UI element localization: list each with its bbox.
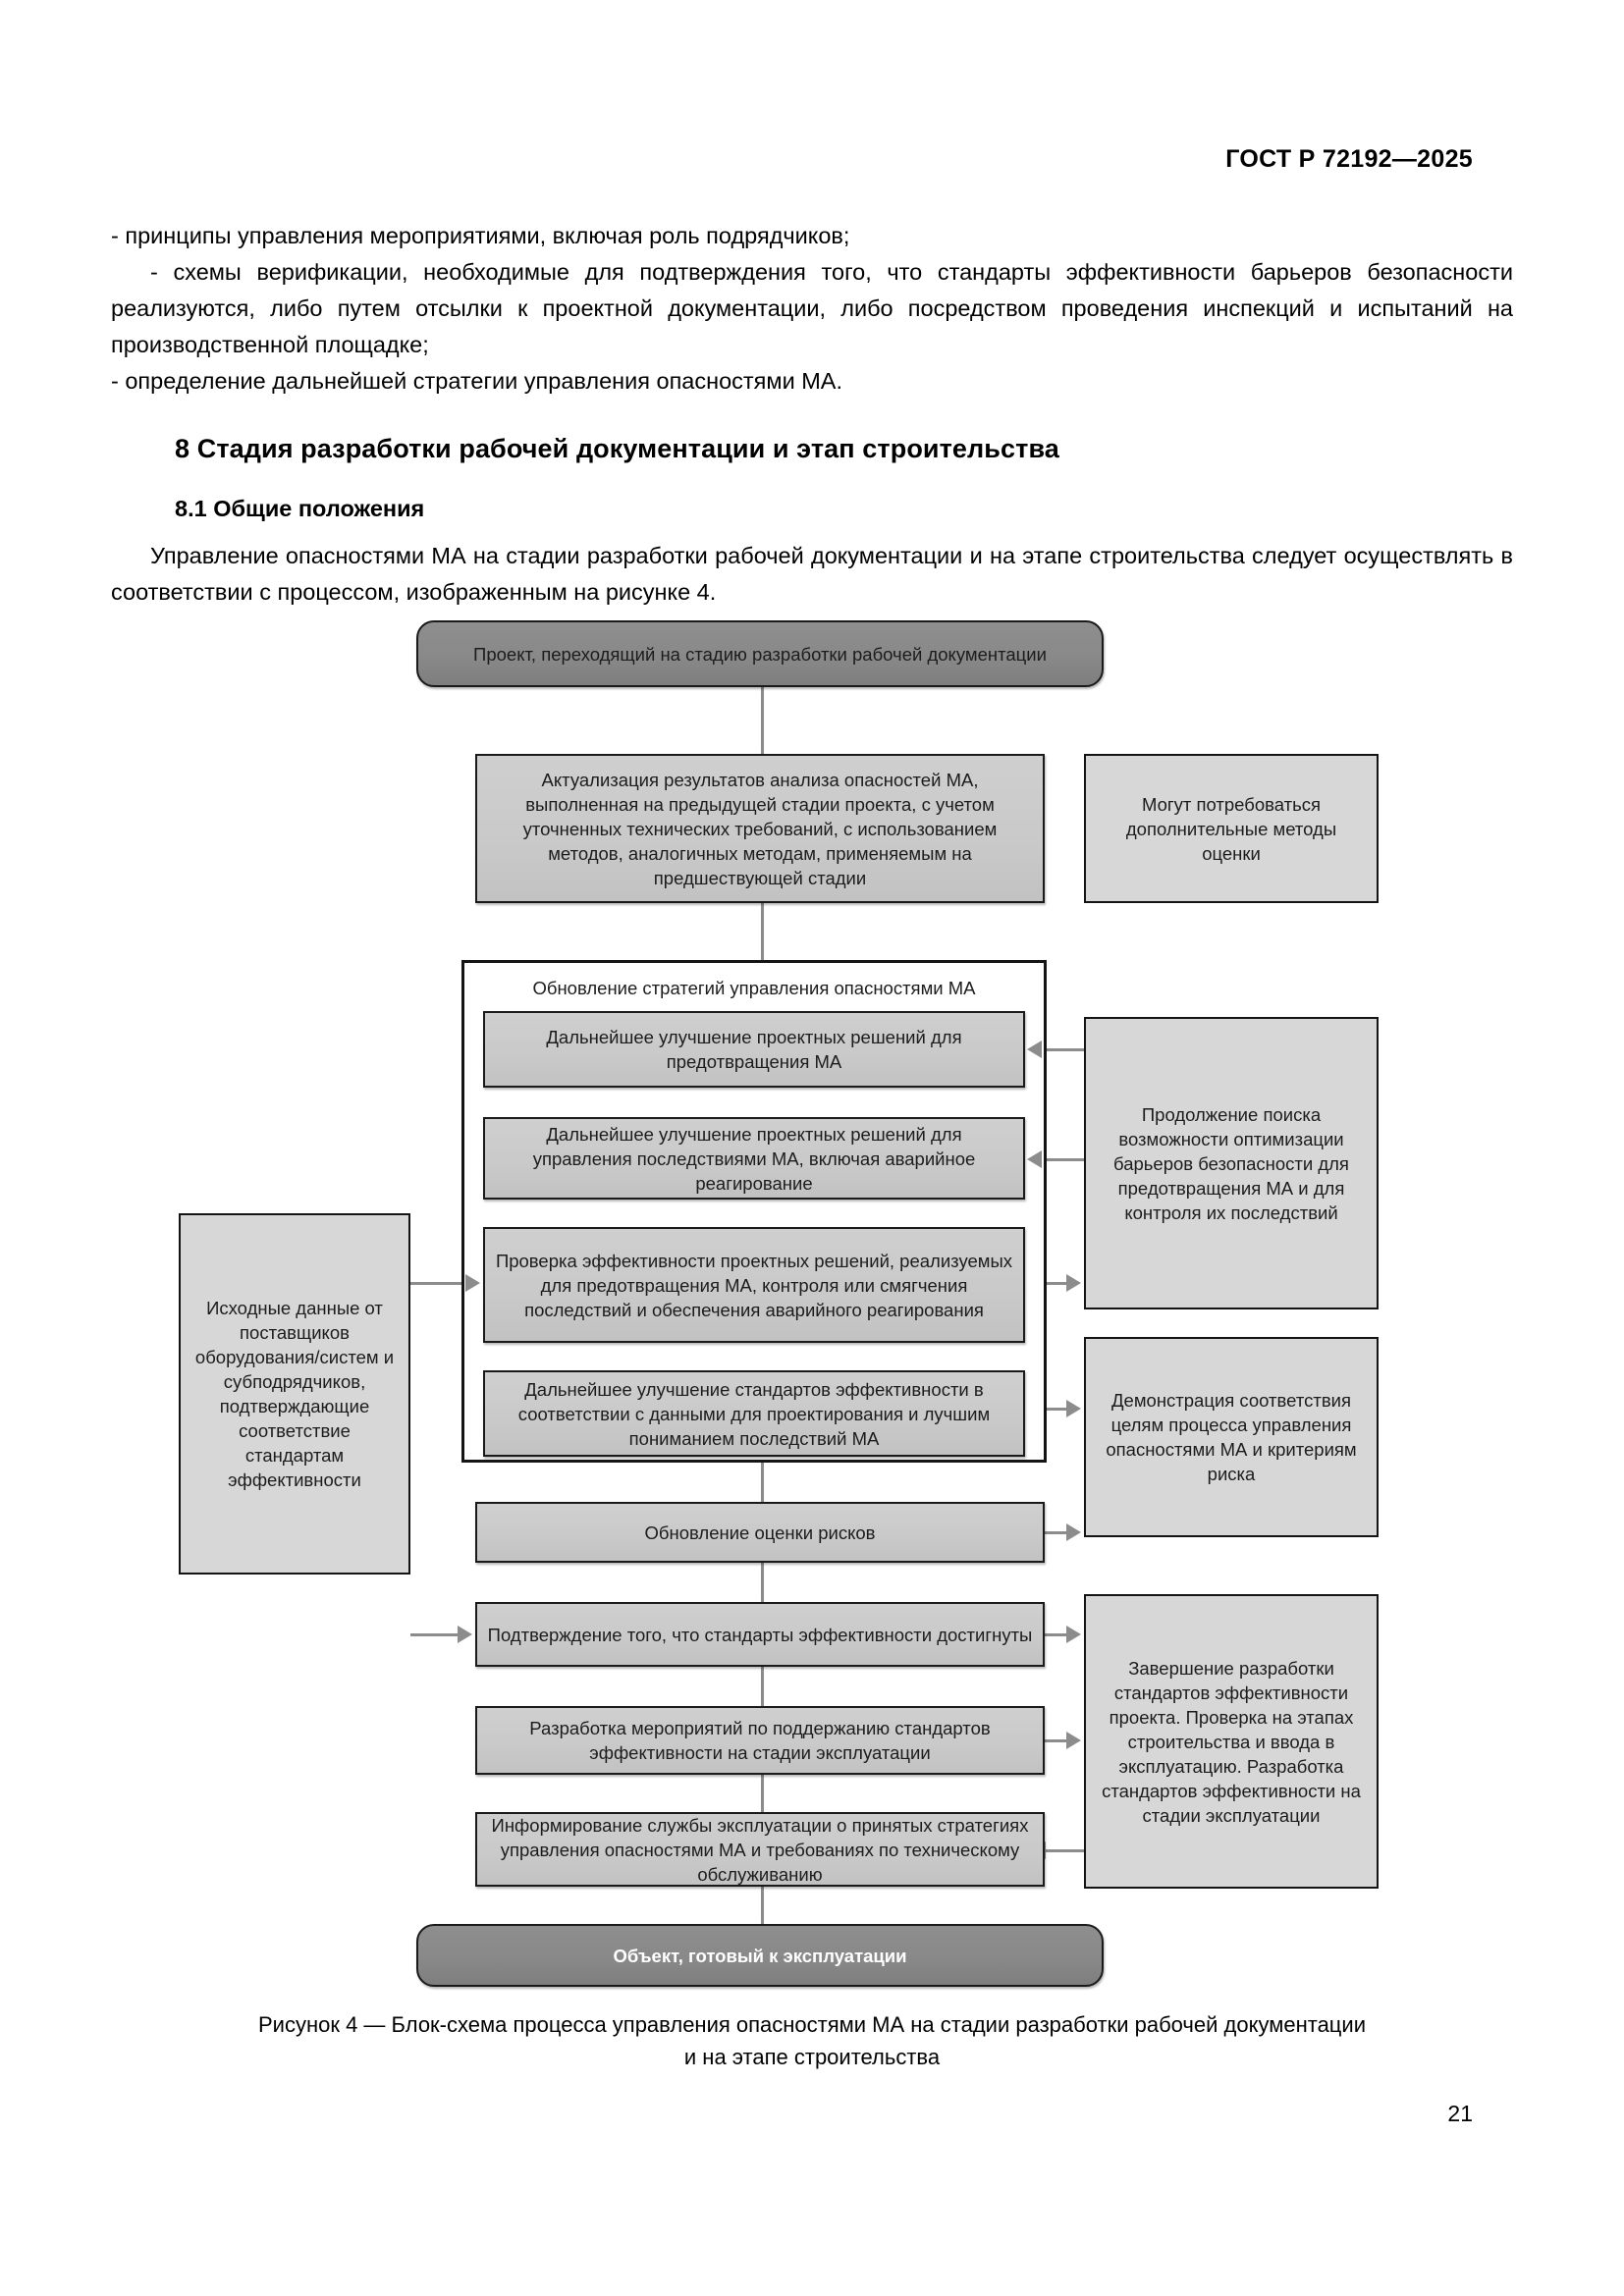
connector-start-to-analysis	[761, 687, 764, 754]
node-end: Объект, готовый к эксплуатации	[416, 1924, 1104, 1987]
node-update-analysis: Актуализация результатов анализа опаснос…	[475, 754, 1045, 903]
node-improve-consequences: Дальнейшее улучшение проектных решений д…	[483, 1117, 1025, 1200]
arrowhead-measures-to-completion-icon	[1066, 1732, 1081, 1749]
connector-analysis-to-group	[761, 903, 764, 960]
connector-standards-to-demo	[1027, 1408, 1066, 1411]
arrowhead-risk-to-demo-icon	[1066, 1523, 1081, 1541]
page-number: 21	[1447, 2101, 1473, 2126]
node-supplier-data: Исходные данные от поставщиков оборудова…	[179, 1213, 410, 1575]
bullet-item-1: - принципы управления мероприятиями, вкл…	[111, 223, 850, 248]
intro-bullet-list: - принципы управления мероприятиями, вкл…	[111, 218, 1513, 400]
connector-supplier-to-verify	[410, 1282, 465, 1285]
group-update-strategies-title: Обновление стратегий управления опасност…	[532, 978, 976, 998]
page-header-standard-number: ГОСТ Р 72192—2025	[1225, 145, 1473, 173]
connector-confirm-to-measures	[761, 1667, 764, 1706]
connector-measures-to-inform	[761, 1775, 764, 1812]
arrowhead-supplier-to-confirm-icon	[458, 1626, 472, 1643]
figure-caption: Рисунок 4 — Блок-схема процесса управлен…	[137, 2008, 1487, 2073]
arrowhead-confirm-to-completion-icon	[1066, 1626, 1081, 1643]
node-improve-prevention: Дальнейшее улучшение проектных решений д…	[483, 1011, 1025, 1088]
connector-verify-to-opt	[1027, 1282, 1066, 1285]
node-start: Проект, переходящий на стадию разработки…	[416, 620, 1104, 687]
bullet-item-3: - определение дальнейшей стратегии управ…	[111, 368, 843, 394]
connector-risk-to-demo	[1045, 1531, 1066, 1534]
node-develop-measures: Разработка мероприятий по поддержанию ст…	[475, 1706, 1045, 1775]
node-update-risk: Обновление оценки рисков	[475, 1502, 1045, 1563]
arrowhead-verify-to-opt-icon	[1066, 1274, 1081, 1292]
connector-supplier-to-confirm	[410, 1633, 458, 1636]
figure-caption-line-2: и на этапе строительства	[683, 2045, 941, 2069]
subsection-heading-8-1: 8.1 Общие положения	[175, 496, 425, 521]
connector-inform-to-end	[761, 1887, 764, 1924]
connector-confirm-to-completion	[1045, 1633, 1066, 1636]
node-verify-effectiveness: Проверка эффективности проектных решений…	[483, 1227, 1025, 1343]
section-heading-8: 8 Стадия разработки рабочей документации…	[175, 434, 1059, 463]
node-demonstration: Демонстрация соответствия целям процесса…	[1084, 1337, 1379, 1537]
connector-measures-to-completion	[1045, 1739, 1066, 1742]
arrowhead-supplier-to-verify-icon	[465, 1274, 480, 1292]
connector-opt-to-prevention	[1041, 1048, 1086, 1051]
arrowhead-opt-to-prevention-icon	[1027, 1041, 1042, 1058]
node-improve-standards: Дальнейшее улучшение стандартов эффектив…	[483, 1370, 1025, 1457]
node-extra-methods: Могут потребоваться дополнительные метод…	[1084, 754, 1379, 903]
arrowhead-standards-to-demo-icon	[1066, 1400, 1081, 1417]
figure-caption-line-1: Рисунок 4 — Блок-схема процесса управлен…	[258, 2012, 1366, 2037]
arrowhead-opt-to-consequences-icon	[1027, 1150, 1042, 1168]
intro-paragraph: Управление опасностями МА на стадии разр…	[111, 538, 1513, 611]
connector-group-to-risk	[761, 1463, 764, 1502]
connector-risk-to-confirm	[761, 1563, 764, 1602]
node-confirm-standards: Подтверждение того, что стандарты эффект…	[475, 1602, 1045, 1667]
intro-paragraph-text: Управление опасностями МА на стадии разр…	[111, 543, 1513, 605]
node-completion: Завершение разработки стандартов эффекти…	[1084, 1594, 1379, 1889]
node-inform-operations: Информирование службы эксплуатации о при…	[475, 1812, 1045, 1887]
node-continue-optimization: Продолжение поиска возможности оптимизац…	[1084, 1017, 1379, 1309]
bullet-item-2: - схемы верификации, необходимые для под…	[111, 259, 1513, 357]
connector-completion-to-inform	[1045, 1849, 1086, 1852]
connector-opt-to-consequences	[1041, 1158, 1086, 1161]
